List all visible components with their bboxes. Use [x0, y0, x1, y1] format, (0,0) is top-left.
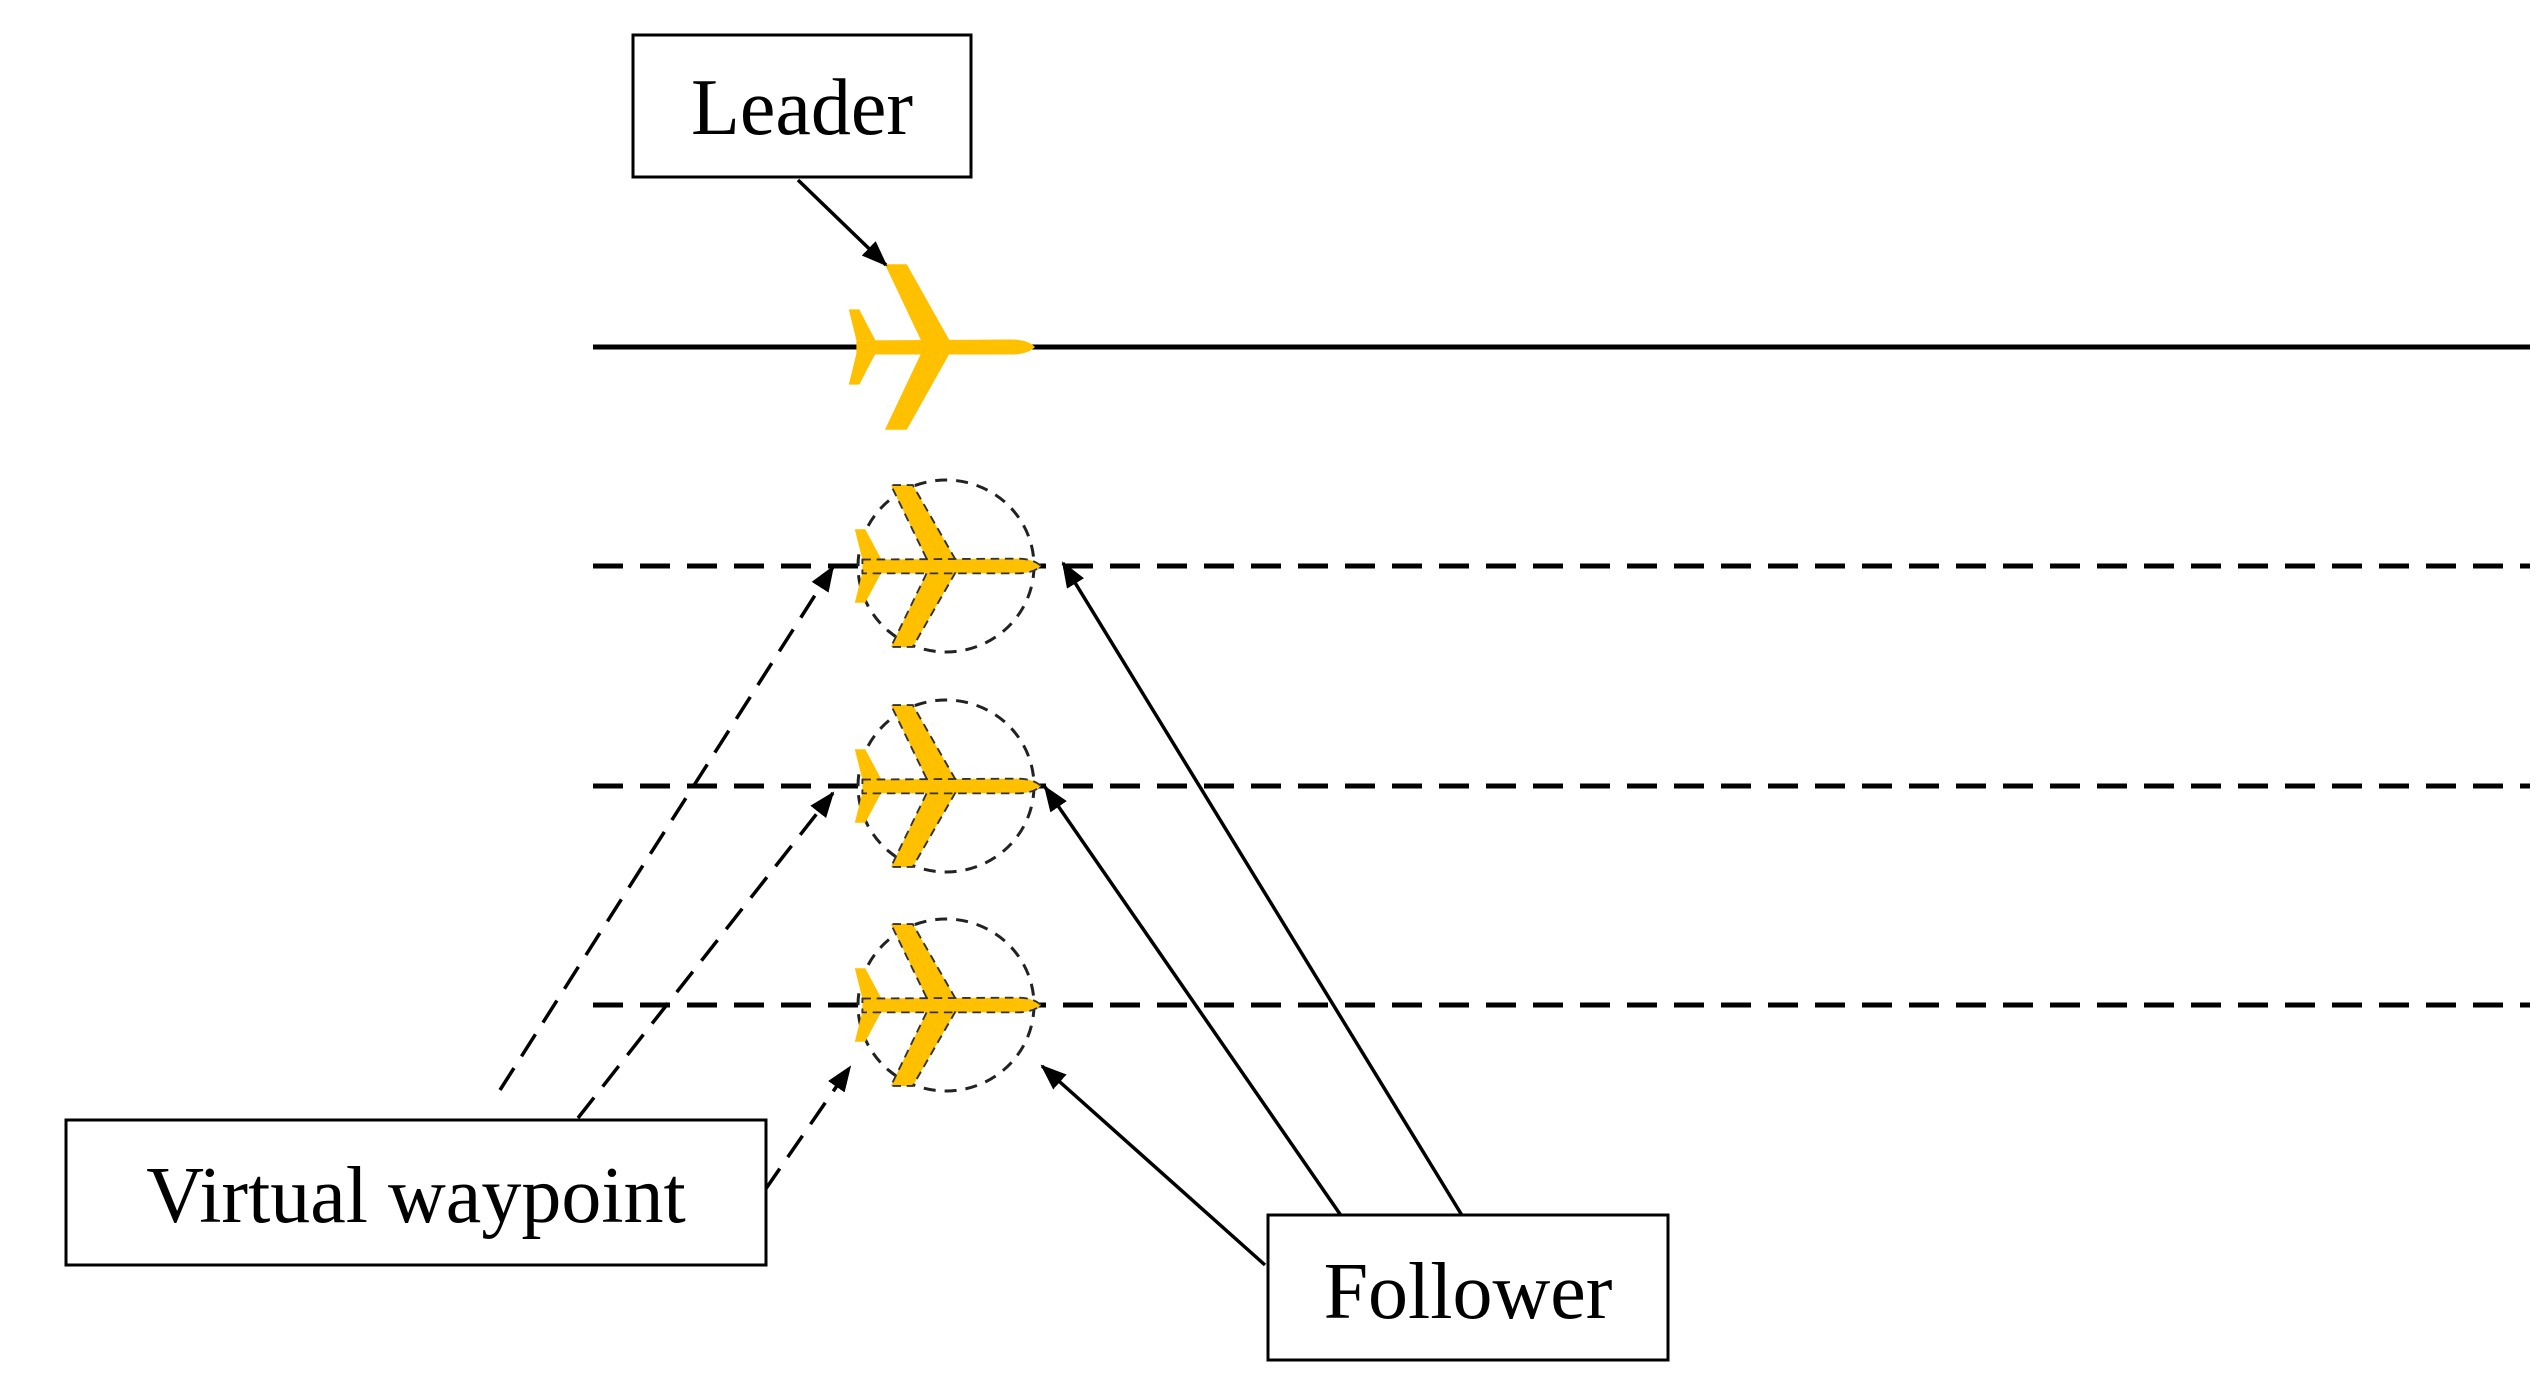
virtual-waypoint-label: Virtual waypoint	[146, 1152, 686, 1240]
leader-airplane-icon	[848, 264, 1035, 430]
virtual-waypoint-label-box: Virtual waypoint	[64, 1118, 768, 1267]
waypoint-arrow-3	[763, 1065, 852, 1191]
waypoint-arrow-2	[576, 791, 835, 1120]
follower-label-box: Follower	[1266, 1213, 1670, 1362]
leader-label: Leader	[691, 64, 913, 152]
leader-arrow	[796, 178, 888, 267]
follower-outline-1	[861, 484, 1043, 648]
follower-label: Follower	[1324, 1248, 1613, 1336]
follower-arrow-1	[1061, 561, 1465, 1218]
follower-outline-2	[861, 704, 1043, 868]
follower-arrow-3	[1040, 1064, 1267, 1267]
waypoint-arrow-1	[498, 565, 835, 1091]
waypoint-zone-1	[856, 478, 1036, 654]
follower-arrow-2	[1043, 785, 1344, 1218]
leader-label-box: Leader	[631, 33, 973, 179]
follower-outline-3	[861, 923, 1043, 1087]
waypoint-zone-2	[856, 698, 1036, 874]
